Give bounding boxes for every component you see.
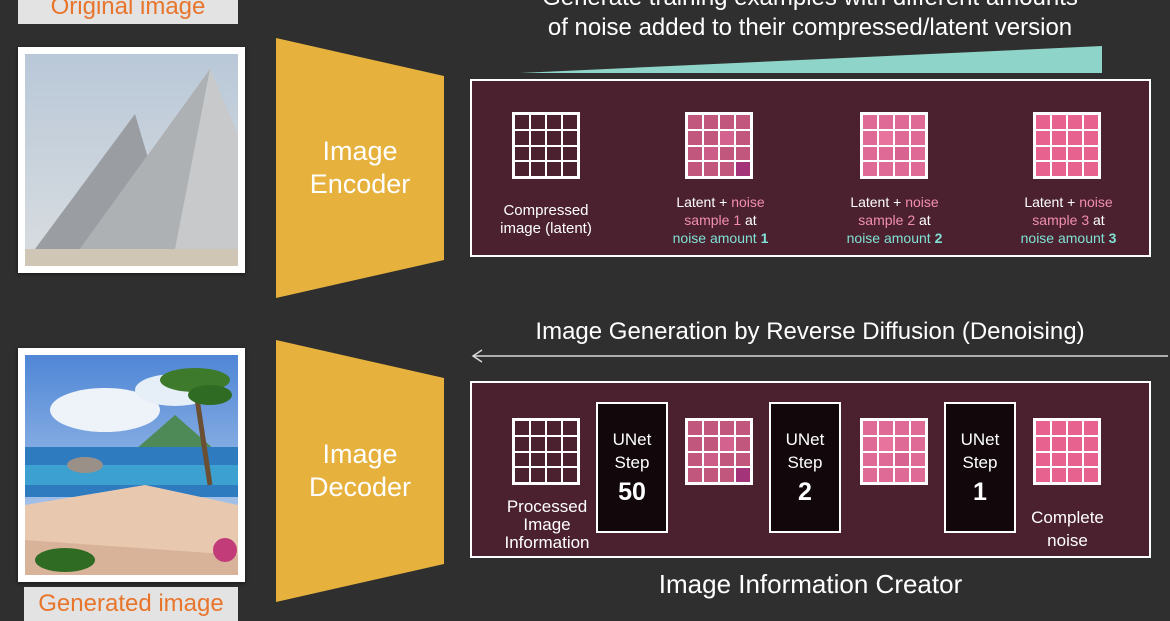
- pyramid-image: [25, 54, 238, 266]
- beach-image: [25, 355, 238, 575]
- reverse-diffusion-title: Image Generation by Reverse Diffusion (D…: [535, 318, 1085, 345]
- image-encoder-block: [276, 38, 444, 298]
- original-image-tag: Original image: [18, 0, 238, 24]
- noise-sample-2-label: Latent + noise sample 2 at noise amount …: [846, 194, 943, 246]
- noisy-latent-grid-3: [1033, 112, 1101, 179]
- noisy-latent-grid-step-2: [685, 418, 753, 485]
- reverse-direction-arrow: [471, 349, 1168, 363]
- generated-image-photo: [18, 348, 245, 582]
- image-decoder-block: [276, 340, 444, 602]
- complete-noise-grid: [1033, 418, 1101, 485]
- noisy-latent-grid-2: [860, 112, 928, 179]
- noisy-latent-grid-step-1: [860, 418, 928, 485]
- noisy-latent-grid-1: [685, 112, 753, 179]
- latent-grid-clean: [512, 112, 580, 179]
- generated-image-tag: Generated image: [24, 587, 238, 621]
- noise-increase-wedge: [520, 46, 1102, 73]
- original-image-photo: [18, 47, 245, 273]
- noise-sample-1-label: Latent + noise sample 1 at noise amount …: [672, 194, 769, 246]
- image-information-creator-title: Image Information Creator: [658, 569, 963, 599]
- forward-process-title: Generate training examples with differen…: [542, 0, 1078, 41]
- processed-latent-grid: [512, 418, 580, 485]
- noise-sample-3-label: Latent + noise sample 3 at noise amount …: [1020, 194, 1117, 246]
